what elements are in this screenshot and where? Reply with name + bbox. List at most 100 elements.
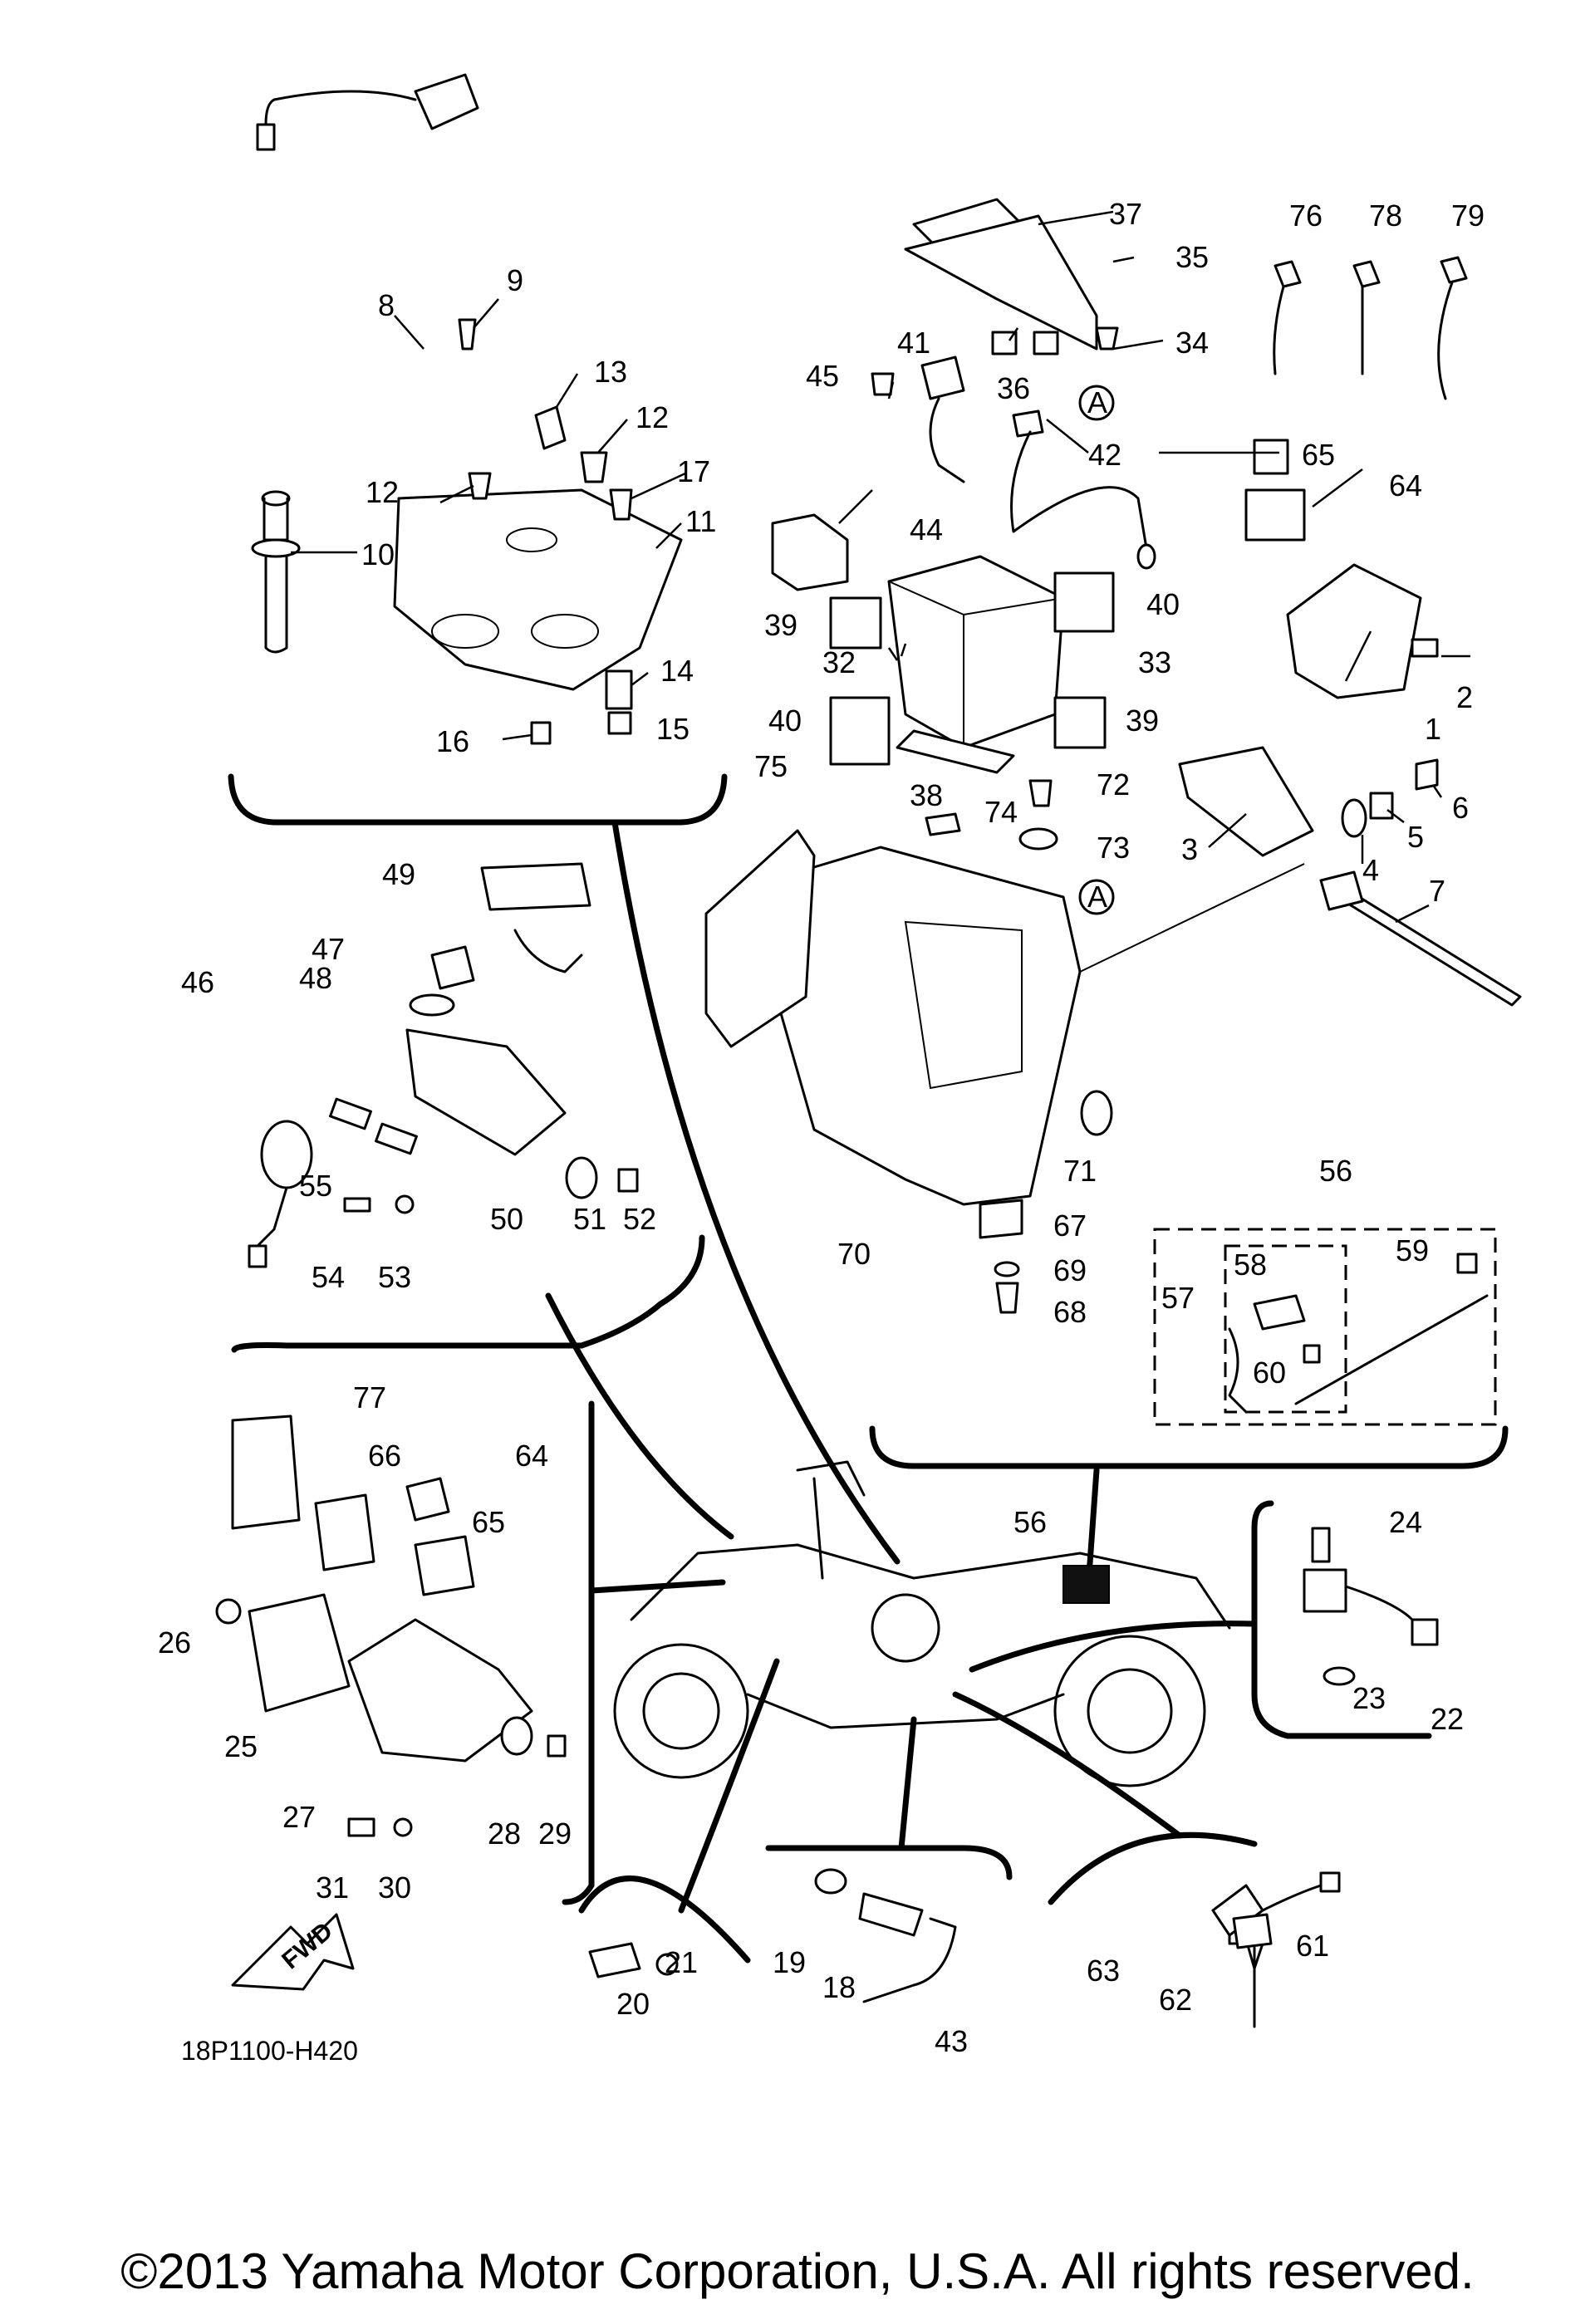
callout-25: 25 [224, 1729, 258, 1763]
coil-lead [264, 90, 417, 126]
sensor-panel-frame [1251, 1500, 1432, 1739]
cover-59 [1456, 1253, 1478, 1274]
leader-sensor [969, 1620, 1258, 1673]
copyright-notice: ©2013 Yamaha Motor Corporation, U.S.A. A… [120, 2243, 1475, 2299]
positive-lead-cable [929, 397, 965, 483]
callout-65: 65 [1302, 438, 1335, 472]
battery-box-70 [779, 846, 1082, 1206]
damper-4 [1341, 798, 1367, 838]
fuse-group [1153, 1228, 1497, 1426]
marker-a-lower [1078, 879, 1115, 915]
leader-regulator [588, 1579, 726, 1594]
callout-44: 44 [910, 512, 943, 547]
callout-53: 53 [378, 1260, 411, 1294]
callout-47: 47 [312, 932, 345, 966]
callout-labels: 1 2 3 4 5 6 7 8 9 10 11 12 12 13 14 15 1… [158, 197, 1485, 2058]
coil-bracket [393, 488, 683, 691]
callout-71: 71 [1063, 1154, 1097, 1188]
callout-42: 42 [1088, 438, 1121, 472]
negative-lead-end [1136, 543, 1156, 570]
damper-51 [565, 1156, 598, 1199]
callout-63: 63 [1087, 1954, 1120, 1988]
callout-74: 74 [984, 795, 1018, 829]
callout-55: 55 [299, 1169, 332, 1203]
washer-53 [395, 1194, 415, 1214]
callout-67: 67 [1053, 1209, 1087, 1243]
callout-9: 9 [507, 263, 523, 297]
marker-a-top [1078, 385, 1115, 421]
bracket-hole-2 [531, 614, 599, 649]
callout-76: 76 [1289, 199, 1323, 233]
frame-leaders [545, 819, 1258, 1914]
callout-12b: 12 [636, 400, 669, 434]
fuse-57-outline [1224, 1244, 1347, 1414]
indicator-49 [480, 862, 591, 911]
callout-56: 56 [1319, 1154, 1352, 1188]
fuse-lead [1228, 1327, 1248, 1414]
callout-45: 45 [806, 359, 839, 393]
switch-61 [1232, 1913, 1273, 1949]
battery-box-well [904, 920, 1023, 1090]
callout-6: 6 [1452, 791, 1469, 825]
oring-21 [655, 1953, 679, 1976]
bolt-6 [1415, 758, 1439, 791]
screw-54 [343, 1197, 371, 1213]
coil-lead-end [256, 123, 276, 151]
damper-36a [991, 331, 1018, 355]
negative-lead-42 [1012, 409, 1044, 438]
regulator-panel-frame [562, 1400, 595, 1905]
oring-23 [1323, 1666, 1356, 1686]
callout-43: 43 [935, 2024, 968, 2058]
atv-body-upper [630, 1543, 1231, 1630]
atv-engine [871, 1593, 940, 1663]
callout-46: 46 [181, 965, 214, 999]
ignition-panel-frame [228, 773, 728, 826]
callout-48: 48 [299, 961, 332, 995]
relay-66 [314, 1493, 375, 1571]
callout-60: 60 [1253, 1356, 1286, 1390]
relay-64 [1244, 488, 1306, 542]
screw-9 [458, 318, 477, 351]
callout-13: 13 [594, 355, 627, 389]
callout-7: 7 [1429, 874, 1445, 908]
callout-3: 3 [1181, 832, 1198, 866]
spark-plug-cap [264, 538, 288, 654]
callout-61: 61 [1296, 1929, 1329, 1963]
screw-72 [1028, 779, 1053, 807]
callout-20: 20 [616, 1987, 650, 2021]
pad-39a [829, 596, 882, 650]
callout-50: 50 [490, 1202, 523, 1236]
callout-4: 4 [1362, 853, 1379, 887]
sensor-22 [1303, 1568, 1347, 1613]
callout-49: 49 [382, 857, 415, 891]
marker-line-A [1079, 863, 1305, 973]
callout-54: 54 [312, 1260, 345, 1294]
callout-5: 5 [1407, 820, 1424, 854]
negative-lead-cable [1010, 430, 1148, 550]
callout-65b: 65 [472, 1505, 505, 1539]
bracket-hole-1 [431, 614, 499, 649]
callout-58: 58 [1234, 1248, 1267, 1282]
callout-41: 41 [897, 326, 930, 360]
callout-16: 16 [436, 724, 469, 758]
front-hub [642, 1672, 720, 1750]
clip-13 [534, 405, 567, 450]
callout-70: 70 [837, 1237, 871, 1271]
bracket-3 [1178, 746, 1314, 857]
callout-33: 33 [1138, 645, 1171, 679]
callout-39: 39 [764, 608, 798, 642]
callout-37: 37 [1109, 197, 1142, 231]
leader-speed [678, 1658, 780, 1914]
connector-67 [979, 1199, 1023, 1239]
collar-15 [607, 711, 632, 735]
cover-77 [231, 1415, 301, 1530]
callout-77b: 78 [1369, 199, 1402, 233]
panel-frames [228, 773, 1509, 1964]
marker-a-top-label: A [1087, 385, 1107, 419]
atv-handlebar [796, 1460, 866, 1497]
starter-relay-44 [771, 513, 849, 591]
switch-47 [430, 945, 475, 990]
bracket-hole-3 [506, 527, 557, 552]
atv-body-lower [746, 1693, 1065, 1729]
callout-40: 40 [1146, 587, 1180, 621]
